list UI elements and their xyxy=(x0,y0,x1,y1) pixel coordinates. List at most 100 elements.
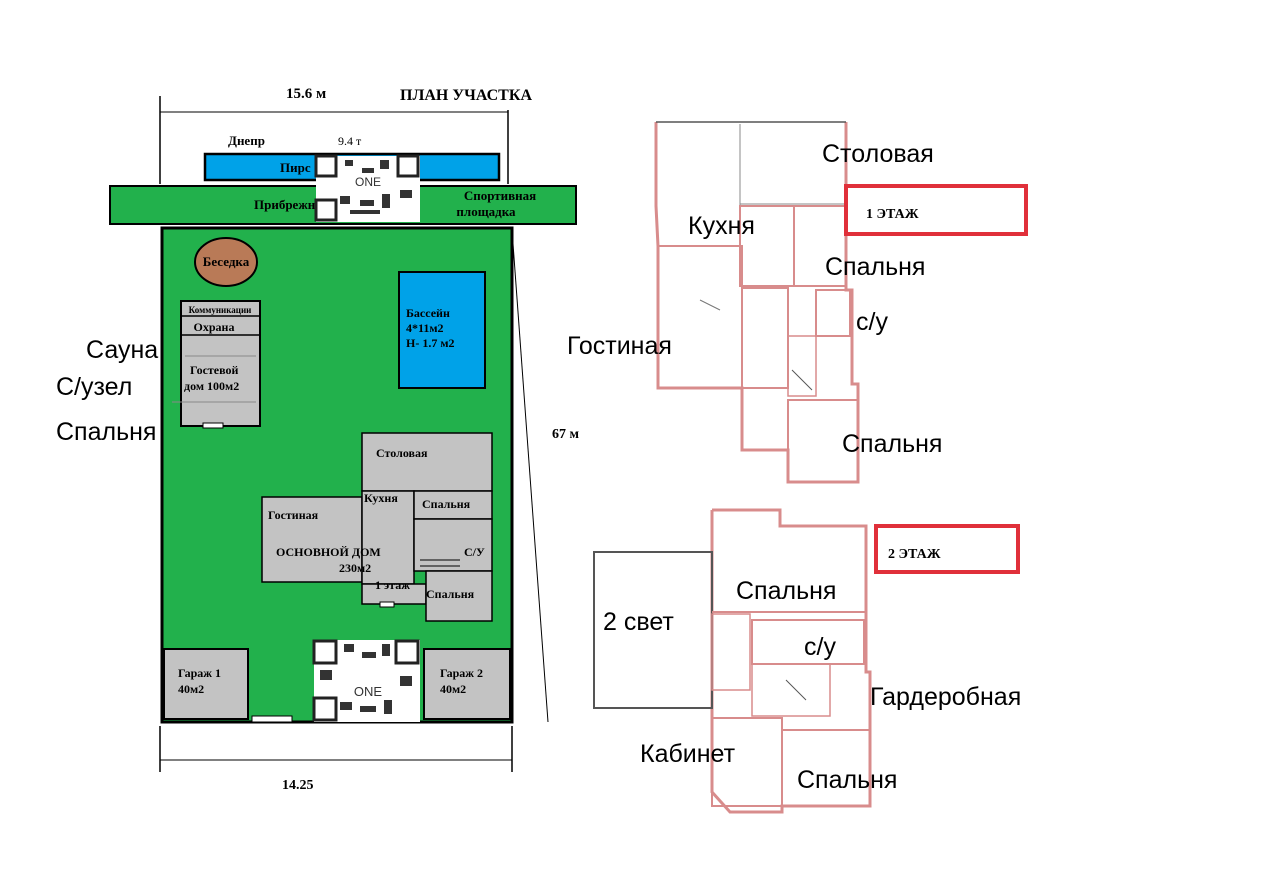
qr-watermark-bottom: ONE xyxy=(312,639,420,722)
floor-2-double-height-label: 2 свет xyxy=(603,608,674,636)
qr-dot xyxy=(320,670,332,680)
floor-1-wc-label: с/у xyxy=(856,308,888,336)
guest-house-door xyxy=(202,422,224,429)
qr-marker xyxy=(314,154,338,178)
sports-ground-label-1: Спортивная xyxy=(464,188,536,203)
communications-label: Коммуникации xyxy=(189,305,252,315)
qr-dot xyxy=(400,190,412,198)
floor-1-bedroom-b-room xyxy=(787,399,859,483)
gazebo-label: Беседка xyxy=(203,254,250,269)
site-plan-title: ПЛАН УЧАСТКА xyxy=(400,87,532,104)
main-house-kitchen-block xyxy=(361,490,415,585)
site-plan: 15.6 м ПЛАН УЧАСТКА Днепр 9.4 т Пирс При… xyxy=(56,86,580,793)
qr-marker xyxy=(394,639,420,665)
qr-dot xyxy=(344,644,354,652)
qr-marker xyxy=(312,696,338,722)
floor-2-bedroom-b-label: Спальня xyxy=(797,766,897,794)
floor-2-wc-label: с/у xyxy=(804,633,836,661)
main-house-bedroom2-block xyxy=(425,570,493,622)
garage-2 xyxy=(423,648,511,720)
main-kitchen-label: Кухня xyxy=(364,491,398,505)
guest-house-area: дом 100м2 xyxy=(184,379,239,393)
floor-2-plan: 2 ЭТАЖ Спальня 2 свет с/у Гардеробная Ка… xyxy=(593,508,1021,814)
qr-dot xyxy=(382,194,390,208)
qr-dot xyxy=(345,160,353,166)
watermark-logo: ONE xyxy=(355,175,381,189)
pool-size: 4*11м2 xyxy=(406,321,444,335)
qr-dot xyxy=(360,200,374,206)
guest-wc-label: С/узел xyxy=(56,373,132,401)
pool-depth: Н- 1.7 м2 xyxy=(406,336,455,350)
garage-1-label: Гараж 1 xyxy=(178,666,221,680)
sports-ground-label-2: площадка xyxy=(456,204,516,219)
floor-1-stair-line xyxy=(791,369,813,391)
floor-1-label: 1 ЭТАЖ xyxy=(866,207,919,222)
guest-bedroom-label: Спальня xyxy=(56,418,156,446)
qr-dot xyxy=(350,210,380,214)
gazebo xyxy=(194,237,258,287)
pier-label: Пирс xyxy=(280,160,311,175)
river-label: Днепр xyxy=(228,133,265,148)
floor-1-living-label: Гостиная xyxy=(567,332,672,360)
qr-dot xyxy=(362,652,376,658)
qr-dot xyxy=(400,676,412,686)
floor-2-label: 2 ЭТАЖ xyxy=(888,547,941,562)
garage-2-area: 40м2 xyxy=(440,682,466,696)
pool xyxy=(398,271,486,389)
watermark-logo: ONE xyxy=(354,684,383,699)
main-living-label: Гостиная xyxy=(268,508,319,522)
qr-dot xyxy=(340,196,350,204)
floor-1-wc-room xyxy=(815,289,851,337)
main-bedroom2-label: Спальня xyxy=(426,587,475,601)
floor-2-stair-line xyxy=(785,679,807,701)
guest-house xyxy=(180,300,261,427)
main-house-door xyxy=(379,601,395,608)
qr-dot xyxy=(380,160,389,169)
floor-2-label-frame xyxy=(874,524,1020,574)
main-bedroom1-label: Спальня xyxy=(422,497,471,511)
site-boundary-line xyxy=(511,229,549,723)
floor-1-bedroom-a-label: Спальня xyxy=(825,253,925,281)
qr-marker xyxy=(314,198,338,222)
floor-1-plan: Столовая 1 ЭТАЖ Кухня Спальня с/у Гостин… xyxy=(567,121,1028,484)
guest-house-label: Гостевой xyxy=(190,363,239,377)
qr-dot xyxy=(360,706,376,712)
sauna-label: Сауна xyxy=(86,336,158,364)
qr-dot xyxy=(362,168,374,173)
floor-2-side-room xyxy=(711,613,751,691)
qr-dot xyxy=(384,700,392,714)
floor-1-label-frame xyxy=(844,184,1028,236)
main-wc-label: С/У xyxy=(464,545,485,559)
floor-1-hall xyxy=(741,287,789,389)
pier-size-label: 9.4 т xyxy=(338,134,362,148)
gate xyxy=(251,715,293,723)
main-house: Столовая Кухня Спальня Гостиная ОСНОВНОЙ… xyxy=(261,432,493,622)
garage-1 xyxy=(163,648,249,720)
qr-dot xyxy=(382,644,390,656)
bottom-width-label: 14.25 xyxy=(282,778,314,793)
floor-1-dimension-mark xyxy=(699,299,721,311)
floor-2-bedroom-b-room xyxy=(781,729,871,807)
qr-marker xyxy=(312,639,338,665)
garage-2-label: Гараж 2 xyxy=(440,666,483,680)
floor-2-stair-hall xyxy=(751,663,831,717)
main-house-dining-block xyxy=(361,432,493,492)
floor-1-bedroom-b-label: Спальня xyxy=(842,430,942,458)
garage-1-area: 40м2 xyxy=(178,682,204,696)
main-house-label: ОСНОВНОЙ ДОМ xyxy=(276,545,381,559)
qr-dot xyxy=(340,702,352,710)
main-house-living-block xyxy=(261,496,363,583)
floor-1-kitchen-label: Кухня xyxy=(688,212,755,240)
floor-2-wardrobe-label: Гардеробная xyxy=(870,683,1021,711)
pool-label: Бассейн xyxy=(406,306,450,320)
qr-marker xyxy=(396,154,420,178)
shore-label: Прибрежная xyxy=(254,197,329,212)
length-label: 67 м xyxy=(552,427,580,442)
floor-2-bedroom-a-label: Спальня xyxy=(736,577,836,605)
qr-watermark-top: ONE xyxy=(314,154,420,222)
main-dining-label: Столовая xyxy=(376,446,428,460)
floor-1-bedroom-a-room xyxy=(793,205,847,287)
floor-1-stair xyxy=(787,335,817,397)
